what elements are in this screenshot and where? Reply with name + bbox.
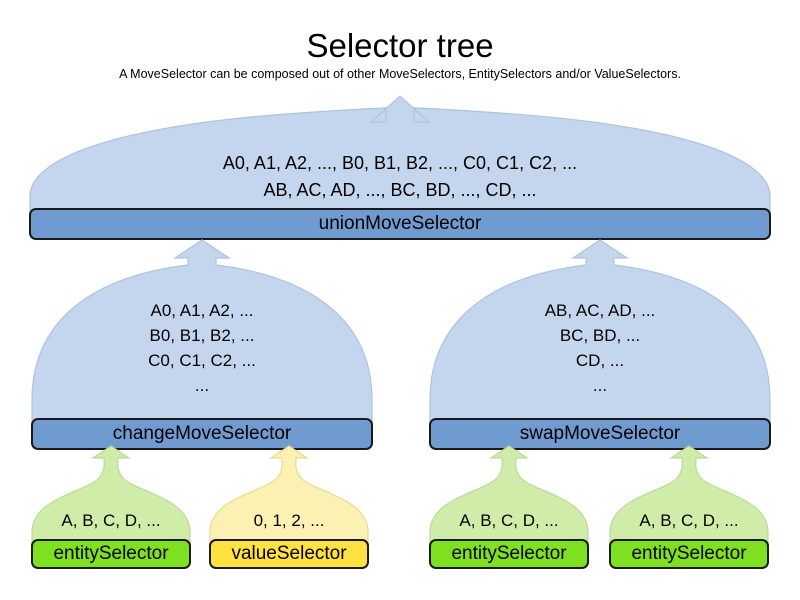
entity3-node-contents: A, B, C, D, ... (610, 508, 768, 533)
entity1-node-label[interactable]: entitySelector (53, 543, 169, 564)
entity3-node-line-1: A, B, C, D, ... (639, 511, 739, 530)
swap-node-line-2: BC, BD, ... (559, 326, 641, 345)
entity1-node-dome (31, 445, 191, 544)
entity1-node-contents: A, B, C, D, ... (32, 508, 190, 533)
entity2-node-bar (429, 539, 589, 569)
entity1-node-bar (31, 539, 191, 569)
change-node-label[interactable]: changeMoveSelector (112, 423, 292, 444)
swap-node-bar (429, 418, 771, 450)
swap-node-dome (429, 239, 771, 423)
union-node-line-1: A0, A1, A2, ..., B0, B1, B2, ..., C0, C1… (222, 153, 578, 173)
entity2-node-dome (429, 445, 589, 544)
swap-node-line-1: AB, AC, AD, ... (544, 301, 656, 320)
change-node-dome (31, 239, 373, 423)
value1-node-line-1: 0, 1, 2, ... (253, 511, 325, 530)
union-node-bar (29, 208, 771, 240)
entity1-node-line-1: A, B, C, D, ... (61, 511, 161, 530)
change-node-bar (31, 418, 373, 450)
entity2-node-contents: A, B, C, D, ... (430, 508, 588, 533)
change-node-line-4: ... (194, 376, 210, 395)
swap-node-contents: AB, AC, AD, ... BC, BD, ... CD, ... ... (430, 298, 770, 398)
change-node-contents: A0, A1, A2, ... B0, B1, B2, ... C0, C1, … (32, 298, 372, 398)
union-node-dome (29, 95, 771, 213)
value1-node-label[interactable]: valueSelector (231, 543, 347, 564)
swap-node-line-4: ... (592, 376, 608, 395)
change-node-line-3: C0, C1, C2, ... (148, 351, 256, 370)
entity2-node-line-1: A, B, C, D, ... (459, 511, 559, 530)
value1-node-bar (209, 539, 369, 569)
entity3-node-bar (609, 539, 769, 569)
union-node-contents: A0, A1, A2, ..., B0, B1, B2, ..., C0, C1… (30, 150, 770, 204)
entity2-node-label[interactable]: entitySelector (451, 543, 567, 564)
union-node-label[interactable]: unionMoveSelector (318, 213, 482, 234)
entity3-node-dome (609, 445, 769, 544)
change-node-line-2: B0, B1, B2, ... (149, 326, 255, 345)
union-node-line-2: AB, AC, AD, ..., BC, BD, ..., CD, ... (263, 180, 537, 200)
swap-node-label[interactable]: swapMoveSelector (519, 423, 681, 444)
change-node-line-1: A0, A1, A2, ... (150, 301, 254, 320)
value1-node-dome (209, 445, 369, 544)
swap-node-line-3: CD, ... (575, 351, 625, 370)
entity3-node-label[interactable]: entitySelector (631, 543, 747, 564)
page-subtitle: A MoveSelector can be composed out of ot… (119, 67, 681, 81)
page-title: Selector tree (306, 27, 494, 64)
value1-node-contents: 0, 1, 2, ... (210, 508, 368, 533)
